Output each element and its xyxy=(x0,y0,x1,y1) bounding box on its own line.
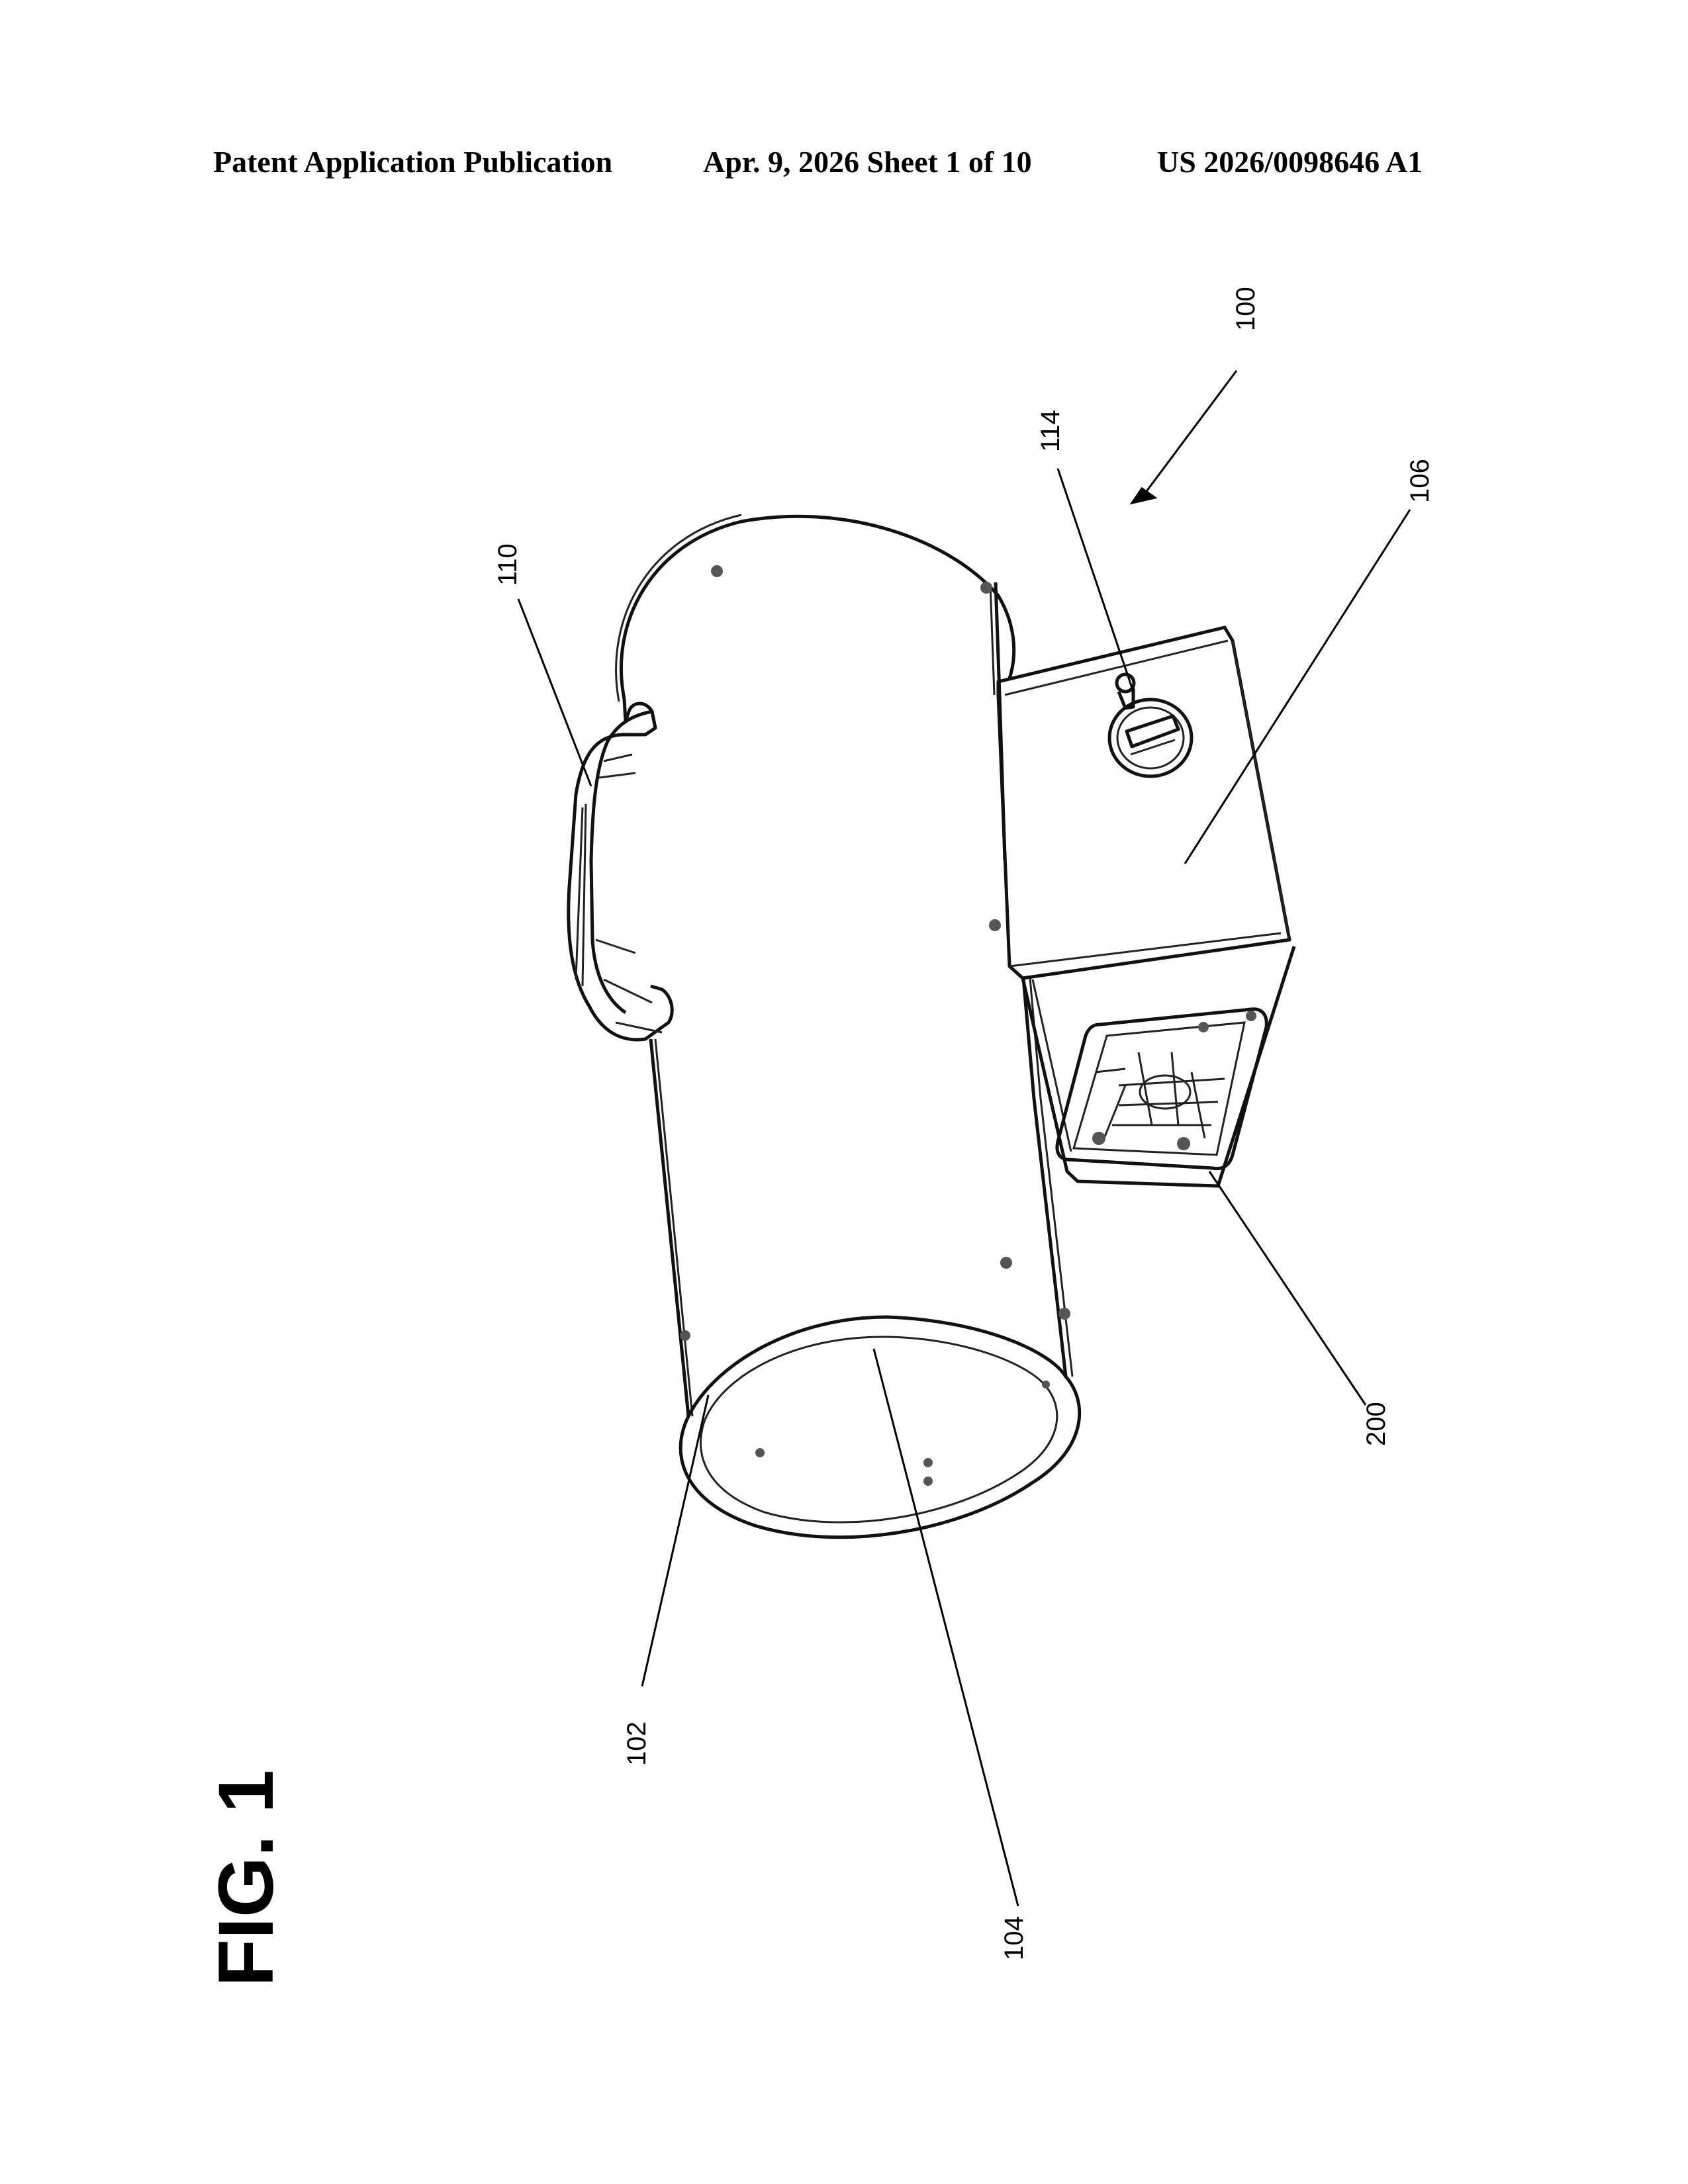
carry-handle xyxy=(569,704,672,1040)
cylinder-body xyxy=(616,515,1080,1537)
device-screw xyxy=(1198,1022,1209,1032)
ref-numeral-104: 104 xyxy=(1000,1916,1029,1960)
device-screw xyxy=(1092,1132,1105,1145)
ref-numeral-100: 100 xyxy=(1231,287,1260,331)
ref-numeral-106: 106 xyxy=(1405,459,1434,503)
device-screw xyxy=(1177,1137,1190,1150)
ref-numeral-102: 102 xyxy=(622,1721,651,1766)
fastener-dot xyxy=(1058,1308,1070,1320)
fastener-dot xyxy=(980,582,992,594)
mounted-device xyxy=(1057,1009,1266,1169)
fastener-dot xyxy=(923,1477,933,1486)
fastener-dot xyxy=(755,1448,765,1457)
ref-numeral-200: 200 xyxy=(1362,1402,1391,1446)
control-knob xyxy=(1109,674,1192,776)
device-screw xyxy=(1246,1011,1256,1021)
fastener-dot xyxy=(1042,1381,1050,1388)
fastener-dot xyxy=(680,1330,690,1341)
fastener-dot xyxy=(989,919,1001,931)
fastener-dot xyxy=(711,565,723,577)
figure-label: FIG. 1 xyxy=(203,1770,290,1987)
leader-lines xyxy=(518,371,1410,1906)
fastener-dot xyxy=(923,1458,933,1467)
ref-numeral-114: 114 xyxy=(1036,410,1065,452)
ref-numeral-110: 110 xyxy=(493,543,522,586)
fastener-dot xyxy=(1000,1257,1012,1269)
